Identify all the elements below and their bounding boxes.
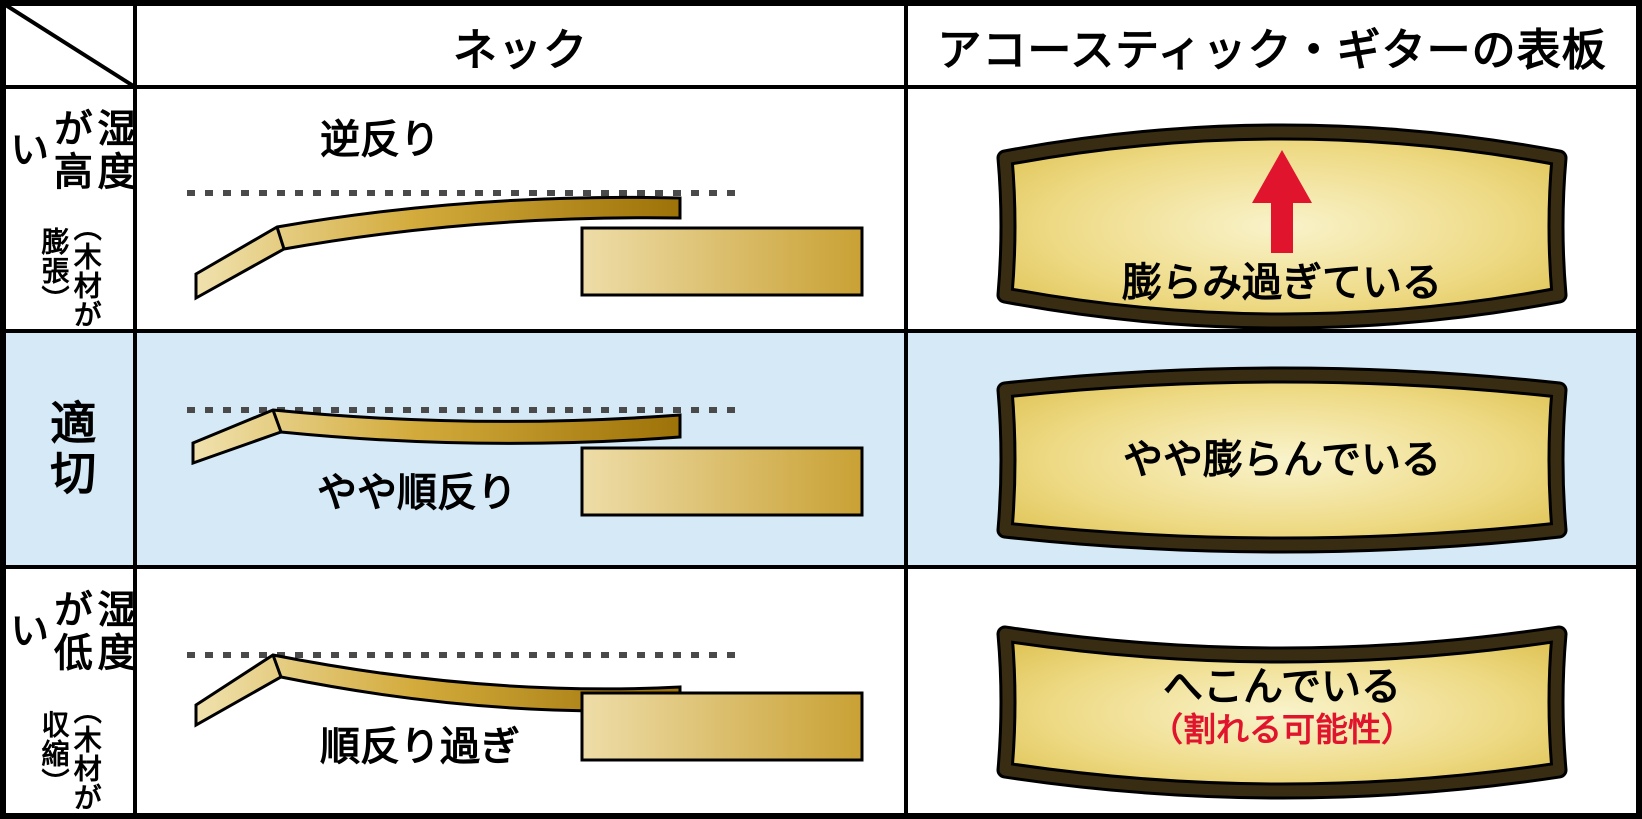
row3-humidity-main: 湿度が低い — [4, 588, 135, 675]
corner-diagonal-line — [6, 6, 133, 85]
row1-soundboard-frame — [999, 126, 1565, 327]
row1-neck-state-label: 逆反り — [320, 118, 440, 162]
row2-soundboard-cell — [908, 333, 1636, 565]
neck-header-label: ネック — [453, 25, 588, 75]
row2-soundboard-diagram — [996, 366, 1568, 554]
row1-neck-diagram — [187, 190, 864, 301]
row3-soundboard-state-label: へこんでいる — [1163, 665, 1401, 709]
row2-soundboard-state-label: やや膨らんでいる — [1123, 438, 1441, 482]
row3-soundboard-cell — [908, 569, 1636, 813]
row3-soundboard-frame — [999, 628, 1565, 797]
row3-neck-diagram — [187, 652, 864, 762]
row2-neck-slight-relief-shape — [191, 408, 682, 466]
row2-neck-state-label: やや順反り — [317, 471, 517, 515]
row1-humidity-note: （木材が膨張） — [38, 212, 102, 329]
row2-humidity-main: 適切 — [44, 399, 97, 499]
column-header-soundboard: アコースティック・ギターの表板 — [908, 6, 1636, 85]
row3-neck-nut-line — [271, 654, 283, 678]
soundboard-header-label: アコースティック・ギターの表板 — [937, 25, 1607, 75]
row1-humidity-header: 湿度が高い （木材が膨張） — [4, 89, 135, 329]
row3-guitar-body-edge — [580, 691, 864, 762]
row1-soundboard-state-label: 膨らみ過ぎている — [1122, 261, 1442, 305]
row3-soundboard-diagram — [996, 625, 1568, 800]
row2-neck-diagram — [187, 407, 864, 517]
row2-neck-nut-line — [271, 409, 283, 433]
row2-humidity-text: 適切 — [6, 333, 133, 565]
row3-humidity-text: 湿度が低い （木材が収縮） — [4, 569, 135, 813]
row1-soundboard-diagram — [996, 123, 1568, 329]
row2-guitar-body-edge — [580, 446, 864, 517]
row1-guitar-body-edge — [580, 226, 864, 297]
column-header-neck: ネック — [137, 6, 904, 85]
row2-neck-cell — [137, 333, 904, 565]
row2-humidity-header: 適切 — [6, 333, 133, 565]
row1-humidity-main: 湿度が高い — [4, 107, 135, 194]
row1-neck-nut-line — [275, 226, 286, 250]
row3-neck-state-label: 順反り過ぎ — [320, 725, 520, 769]
row2-soundboard-frame — [999, 369, 1565, 551]
row1-neck-backbow-shape — [194, 195, 682, 301]
row1-neck-cell — [137, 89, 904, 329]
row3-humidity-note: （木材が収縮） — [38, 695, 102, 812]
row1-soundboard-cell — [908, 89, 1636, 329]
bulge-up-arrow-icon — [1252, 150, 1312, 253]
row1-humidity-text: 湿度が高い （木材が膨張） — [4, 89, 135, 329]
row3-neck-cell — [137, 569, 904, 813]
row3-humidity-header: 湿度が低い （木材が収縮） — [4, 569, 135, 813]
row3-soundboard-crack-warning: （割れる可能性） — [1150, 711, 1414, 748]
corner-cell — [6, 6, 133, 85]
